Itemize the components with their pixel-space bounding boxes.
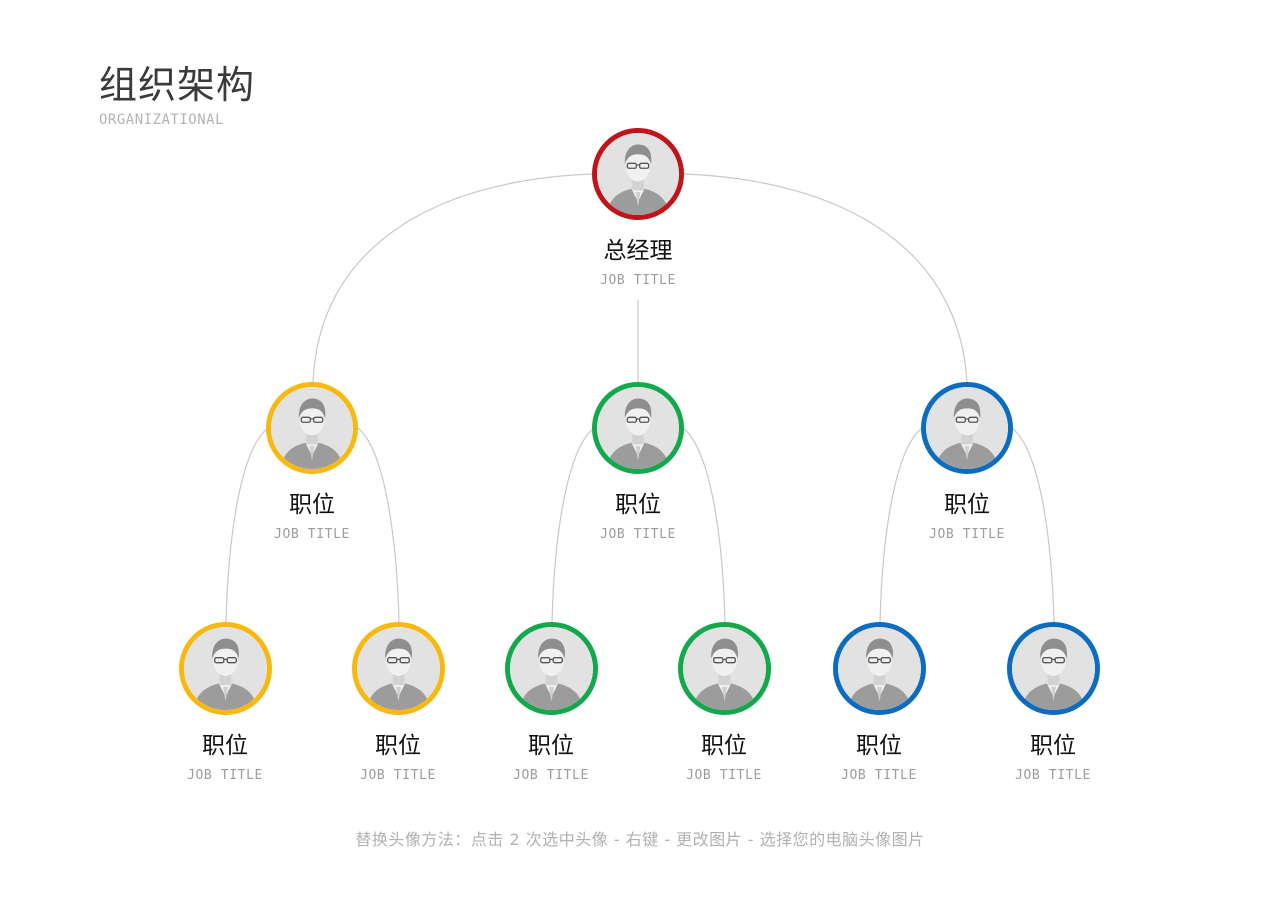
node-job-title: JOB TITLE [360, 768, 436, 783]
node-role-title: 职位 [856, 733, 902, 759]
person-avatar-icon[interactable] [921, 382, 1013, 474]
title-block: 组织架构 ORGANIZATIONAL [99, 58, 255, 128]
person-avatar-icon[interactable] [677, 622, 771, 715]
node-role-title: 职位 [944, 492, 990, 518]
person-avatar-icon[interactable] [1006, 622, 1100, 715]
org-node-leaf-1[interactable]: 职位 JOB TITLE [135, 622, 315, 784]
node-job-title: JOB TITLE [513, 768, 589, 783]
node-job-title: JOB TITLE [686, 768, 762, 783]
node-role-title: 职位 [289, 492, 335, 518]
connector-left-to-leaf-2 [357, 427, 400, 624]
node-role-title: 职位 [375, 733, 421, 759]
connector-right-to-leaf-5 [879, 427, 923, 624]
connector-left-to-leaf-1 [225, 427, 269, 624]
node-role-title: 职位 [615, 492, 661, 518]
person-avatar-icon[interactable] [592, 128, 684, 220]
org-node-leaf-2[interactable]: 职位 JOB TITLE [308, 622, 488, 784]
org-node-leaf-6[interactable]: 职位 JOB TITLE [963, 622, 1143, 784]
node-role-title: 职位 [1030, 733, 1076, 759]
org-node-leaf-3[interactable]: 职位 JOB TITLE [461, 622, 641, 784]
node-role-title: 职位 [701, 733, 747, 759]
page-title: 组织架构 [99, 63, 256, 107]
org-node-mid-left[interactable]: 职位 JOB TITLE [222, 382, 402, 543]
node-role-title: 总经理 [603, 238, 673, 264]
person-avatar-icon[interactable] [504, 622, 598, 715]
node-role-title: 职位 [202, 733, 248, 759]
connector-center-to-leaf-3 [551, 427, 595, 624]
node-job-title: JOB TITLE [929, 527, 1005, 542]
person-avatar-icon[interactable] [832, 622, 926, 715]
node-job-title: JOB TITLE [1015, 768, 1091, 783]
page-subtitle: ORGANIZATIONAL [99, 112, 225, 128]
org-node-leaf-5[interactable]: 职位 JOB TITLE [789, 622, 969, 784]
connector-ceo-to-right [682, 173, 968, 384]
node-job-title: JOB TITLE [187, 768, 263, 783]
connector-right-to-leaf-6 [1011, 427, 1055, 624]
footer-instruction: 替换头像方法：点击 2 次选中头像 - 右键 - 更改图片 - 选择您的电脑头像… [355, 830, 925, 849]
node-job-title: JOB TITLE [274, 527, 350, 542]
org-node-mid-center[interactable]: 职位 JOB TITLE [548, 382, 728, 543]
org-node-ceo[interactable]: 总经理 JOB TITLE [548, 128, 728, 289]
person-avatar-icon[interactable] [351, 622, 445, 715]
org-node-mid-right[interactable]: 职位 JOB TITLE [877, 382, 1057, 543]
node-job-title: JOB TITLE [841, 768, 917, 783]
node-job-title: JOB TITLE [600, 527, 676, 542]
person-avatar-icon[interactable] [266, 382, 358, 474]
org-node-leaf-4[interactable]: 职位 JOB TITLE [634, 622, 814, 784]
person-avatar-icon[interactable] [178, 622, 272, 715]
connector-ceo-to-left [312, 173, 594, 384]
connector-center-to-leaf-4 [682, 427, 726, 624]
node-job-title: JOB TITLE [600, 273, 676, 288]
person-avatar-icon[interactable] [592, 382, 684, 474]
node-role-title: 职位 [528, 733, 574, 759]
